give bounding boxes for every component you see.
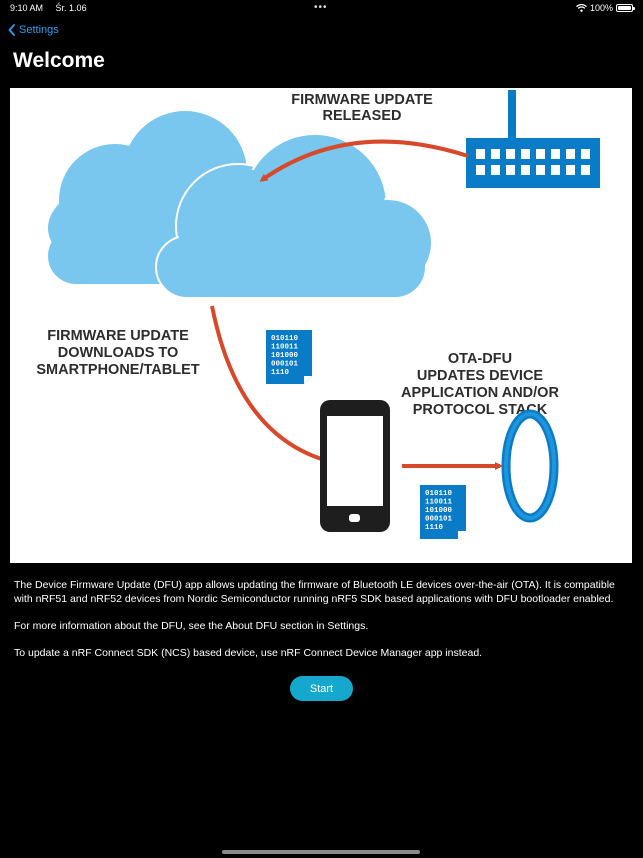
building-window — [566, 165, 575, 175]
file-binary-row: 010110 — [425, 490, 453, 498]
home-indicator[interactable] — [222, 850, 420, 854]
description-paragraph-1: The Device Firmware Update (DFU) app all… — [14, 579, 615, 605]
download-text-3: SMARTPHONE/TABLET — [36, 362, 199, 378]
file-binary-row: 101000 — [425, 507, 453, 515]
building-window — [476, 165, 485, 175]
released-text-2: RELEASED — [323, 108, 402, 124]
ota-text-4: PROTOCOL STACK — [413, 402, 548, 418]
download-text-1: FIRMWARE UPDATE — [47, 328, 189, 344]
file-binary-row: 1110 — [425, 524, 444, 532]
building-window — [506, 165, 515, 175]
description-paragraph-2: For more information about the DFU, see … — [14, 620, 369, 632]
building-window — [521, 149, 530, 159]
status-bar: 9:10 AM Śr. 1.06 ••• 100% — [0, 0, 643, 16]
multitasking-dots-icon[interactable]: ••• — [314, 2, 328, 13]
building-icon — [466, 90, 600, 188]
ota-text-1: OTA-DFU — [448, 351, 512, 367]
building-window — [521, 165, 530, 175]
start-button[interactable]: Start — [290, 676, 353, 701]
building-window — [566, 149, 575, 159]
file-binary-row: 000101 — [425, 516, 453, 524]
status-right: 100% — [576, 3, 635, 13]
bluetooth-device-ring-icon — [501, 409, 559, 523]
building-window — [491, 149, 500, 159]
back-button-label: Settings — [19, 24, 59, 36]
ota-text-2: UPDATES DEVICE — [417, 368, 544, 384]
battery-fill — [618, 6, 631, 10]
file-binary-row: 000101 — [271, 361, 299, 369]
file-binary-row: 1110 — [271, 369, 290, 377]
building-window — [551, 165, 560, 175]
arrow-building-to-cloud — [259, 139, 469, 182]
building-window — [551, 149, 560, 159]
chevron-left-icon — [8, 24, 15, 36]
dfu-illustration: FIRMWARE UPDATE RELEASED FIRMWARE UPDATE… — [10, 88, 632, 563]
ota-text-3: APPLICATION AND/OR — [401, 385, 559, 401]
building-window — [506, 149, 515, 159]
file-binary-row: 010110 — [271, 335, 299, 343]
building-windows — [476, 149, 590, 175]
file-binary-row: 110011 — [425, 499, 453, 507]
file-binary-row: 101000 — [271, 352, 299, 360]
download-text-2: DOWNLOADS TO — [58, 345, 179, 361]
building-window — [536, 149, 545, 159]
building-window — [581, 165, 590, 175]
back-button[interactable]: Settings — [8, 24, 59, 36]
description: The Device Firmware Update (DFU) app all… — [14, 578, 634, 673]
status-time: 9:10 AM — [10, 3, 44, 13]
battery-icon — [616, 4, 635, 12]
building-window — [476, 149, 485, 159]
battery-percent: 100% — [589, 3, 613, 13]
file-binary-row: 110011 — [271, 344, 299, 352]
building-window — [491, 165, 500, 175]
wifi-icon — [576, 4, 587, 12]
released-text-1: FIRMWARE UPDATE — [291, 92, 433, 108]
description-paragraph-3: To update a nRF Connect SDK (NCS) based … — [14, 647, 483, 659]
building-window — [536, 165, 545, 175]
building-window — [581, 149, 590, 159]
status-left: 9:10 AM Śr. 1.06 — [10, 3, 97, 13]
smartphone-icon — [320, 400, 390, 532]
page-title: Welcome — [13, 49, 105, 72]
status-date: Śr. 1.06 — [55, 3, 87, 13]
